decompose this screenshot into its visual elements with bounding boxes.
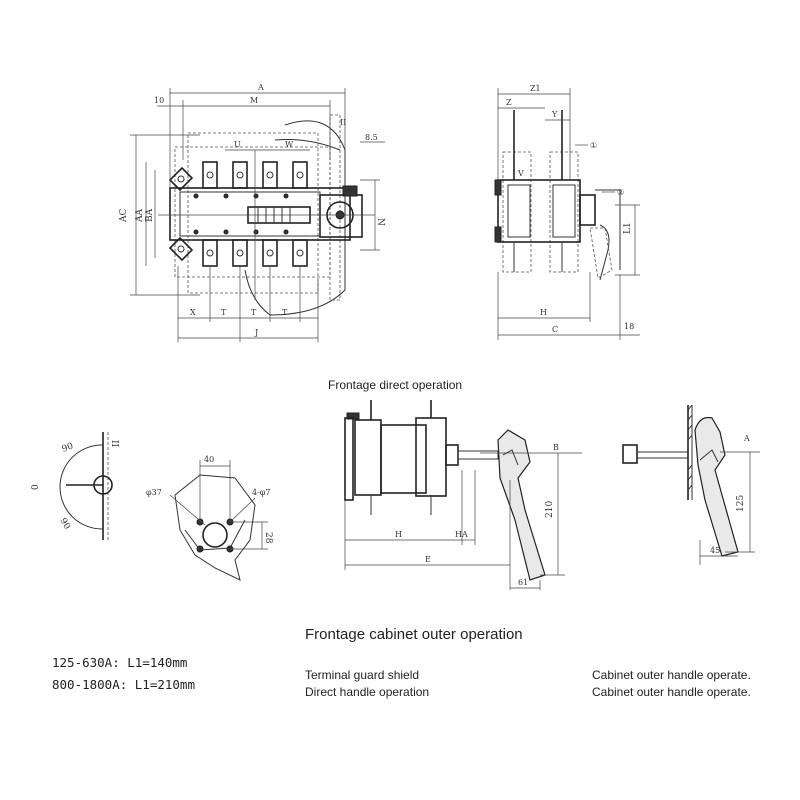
spec-line-1: 125-630A: L1=140mm	[52, 655, 188, 670]
dim-label-holes: 4-φ7	[252, 488, 270, 497]
dim-label-ha: HA	[455, 530, 468, 539]
direct-operation-view: H HA E B 210 61	[344, 400, 582, 590]
caption-frontage-direct: Frontage direct operation	[328, 378, 463, 392]
dim-label-61: 61	[518, 578, 528, 587]
caption-frontage-cabinet: Frontage cabinet outer operation	[305, 626, 523, 643]
dim-label-x: X	[190, 308, 196, 317]
dim-label-c: C	[552, 325, 558, 334]
dim-label-t1: T	[221, 308, 227, 317]
caption-direct-handle: Direct handle operation	[305, 685, 430, 699]
dim-label-h-side: H	[540, 308, 547, 317]
caption-cabinet-handle-2: Cabinet outer handle operate.	[592, 685, 751, 699]
dim-label-b: B	[553, 443, 559, 452]
dim-label-10: 10	[154, 96, 164, 105]
dim-label-t2: T	[251, 308, 257, 317]
cabinet-operation-view: A 125 45	[622, 404, 760, 565]
dim-label-z1: Z1	[530, 84, 541, 93]
angle-label-left: 0	[31, 484, 41, 490]
dim-label-e: E	[425, 555, 431, 564]
dim-label-a-cabinet: A	[743, 434, 750, 443]
dim-label-z: Z	[506, 98, 512, 107]
dim-label-t3: T	[282, 308, 288, 317]
caption-terminal-guard: Terminal guard shield	[305, 668, 420, 682]
dim-label-d37: φ37	[146, 488, 162, 497]
dim-label-210: 210	[545, 501, 555, 518]
caption-cabinet-handle-1: Cabinet outer handle operate.	[592, 668, 751, 682]
callout-1: ①	[590, 141, 597, 150]
dim-label-l1: L1	[623, 222, 633, 234]
angle-label-ii: II	[109, 440, 119, 448]
front-view: A M 10 II 8.5 U W AC AA BA N X T T T J	[119, 83, 385, 342]
dim-label-aa: AA	[135, 209, 145, 223]
dim-label-n: N	[375, 218, 385, 226]
dim-label-y: Y	[551, 110, 558, 119]
dim-label-125: 125	[736, 495, 746, 512]
dim-label-w: W	[285, 140, 294, 149]
angle-view: 90 0 90 II	[31, 432, 119, 540]
dim-label-m: M	[250, 96, 258, 105]
dim-label-28: 28	[263, 532, 273, 544]
side-view: Z1 Z Y V H C L1 18 ① ②	[494, 84, 640, 340]
dim-label-45: 45	[710, 546, 720, 555]
dim-label-ba: BA	[145, 208, 155, 222]
dim-label-ii: II	[340, 118, 346, 127]
dim-label-a: A	[257, 83, 264, 92]
dim-label-j: J	[254, 328, 258, 337]
angle-label-bottom: 90	[57, 517, 72, 532]
dim-label-h-direct: H	[395, 530, 402, 539]
spec-line-2: 800-1800A: L1=210mm	[52, 677, 195, 692]
dim-label-8-5: 8.5	[365, 133, 378, 142]
dim-label-40: 40	[204, 455, 214, 464]
dim-label-18: 18	[624, 322, 634, 331]
mount-view: 40 φ37 4-φ7 28	[146, 455, 273, 581]
dim-label-u: U	[234, 140, 241, 149]
dim-label-v: V	[517, 169, 524, 178]
angle-label-top: 90	[61, 441, 75, 454]
dim-label-ac: AC	[119, 209, 129, 223]
callout-2: ②	[617, 188, 624, 197]
